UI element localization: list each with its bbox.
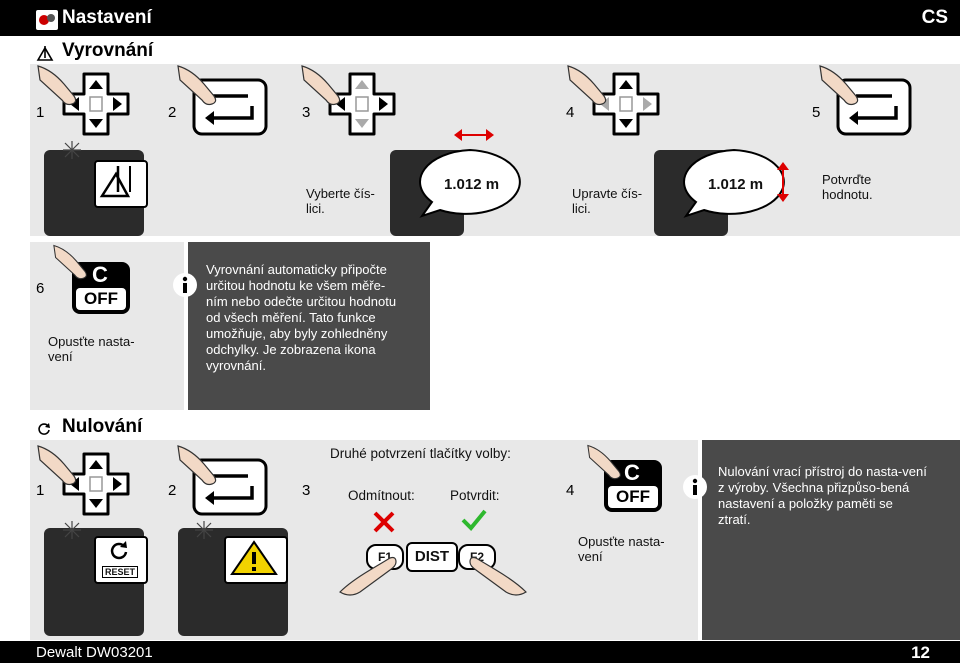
device-model: Dewalt DW03201 — [36, 644, 153, 661]
step-number: 3 — [302, 104, 311, 121]
warning-icon — [230, 540, 278, 575]
distance-readout: 1.012 m — [708, 176, 764, 193]
section-title-offset: Vyrovnání — [62, 40, 154, 61]
confirm-heading: Druhé potvrzení tlačítky volby: — [330, 446, 511, 461]
finger-press-right-icon — [468, 552, 528, 601]
laser-spark-icon — [62, 520, 82, 545]
info-text: Nulování vrací přístroj do nasta-vení z … — [718, 464, 927, 527]
caption-confirm-value: Potvrďte hodnotu. — [822, 172, 873, 202]
reject-label: Odmítnout: — [348, 488, 415, 503]
settings-logo-icon — [36, 10, 58, 30]
up-down-arrow-icon — [776, 160, 790, 209]
caption-exit-settings: Opusťte nasta- vení — [48, 334, 135, 364]
footer-bar: Dewalt DW03201 12 — [0, 641, 960, 663]
finger-press-icon — [176, 442, 222, 491]
page-title: Nastavení — [62, 7, 152, 28]
info-text: Vyrovnání automaticky připočte určitou h… — [206, 262, 397, 373]
finger-press-icon — [36, 62, 82, 111]
info-panel — [702, 440, 960, 640]
info-icon — [172, 272, 198, 303]
header-bar: Nastavení CS — [0, 0, 960, 36]
reject-cross-icon — [372, 510, 396, 539]
laser-spark-icon — [62, 140, 82, 165]
distance-readout: 1.012 m — [444, 176, 500, 193]
c-off-button-icon: C OFF — [72, 262, 130, 314]
info-icon — [682, 474, 708, 505]
readout-callout — [674, 146, 794, 225]
caption-adjust-digit: Upravte čís- lici. — [572, 186, 643, 216]
reset-label: RESET — [102, 566, 139, 578]
info-panel — [188, 242, 430, 410]
navigation-pad-icon — [56, 68, 136, 145]
step-number: 2 — [168, 104, 177, 121]
finger-press-icon — [566, 62, 612, 111]
finger-press-icon — [300, 62, 346, 111]
step-number: 4 — [566, 482, 575, 499]
finger-press-icon — [818, 62, 864, 111]
reset-icon — [34, 420, 54, 443]
caption-exit-settings: Opusťte nasta- vení — [578, 534, 665, 564]
step-number: 4 — [566, 104, 575, 121]
language-code: CS — [921, 7, 948, 28]
device-screen: RESET — [94, 536, 148, 584]
dist-key: DIST — [406, 542, 458, 572]
caption-select-digit: Vyberte čís- lici. — [306, 186, 375, 216]
confirm-label: Potvrdit: — [450, 488, 500, 503]
confirm-check-icon — [460, 508, 488, 537]
page-number: 12 — [911, 643, 930, 662]
section-title-reset: Nulování — [62, 416, 143, 437]
offset-icon — [99, 166, 131, 198]
left-right-arrow-icon — [452, 128, 496, 147]
enter-button-icon — [836, 78, 912, 141]
finger-press-icon — [176, 62, 222, 111]
finger-press-icon — [36, 442, 82, 491]
laser-spark-icon — [194, 520, 214, 545]
finger-press-icon — [586, 442, 626, 485]
step-number: 3 — [302, 482, 311, 499]
step-number: 6 — [36, 280, 45, 297]
finger-press-left-icon — [338, 552, 398, 601]
readout-callout — [410, 146, 530, 225]
step-number: 5 — [812, 104, 821, 121]
finger-press-icon — [52, 242, 92, 285]
offset-icon — [36, 44, 54, 67]
device-screen — [94, 160, 148, 208]
device-screen — [224, 536, 288, 584]
step-number: 1 — [36, 104, 45, 121]
step-number: 2 — [168, 482, 177, 499]
reset-icon — [110, 541, 128, 560]
step-number: 1 — [36, 482, 45, 499]
